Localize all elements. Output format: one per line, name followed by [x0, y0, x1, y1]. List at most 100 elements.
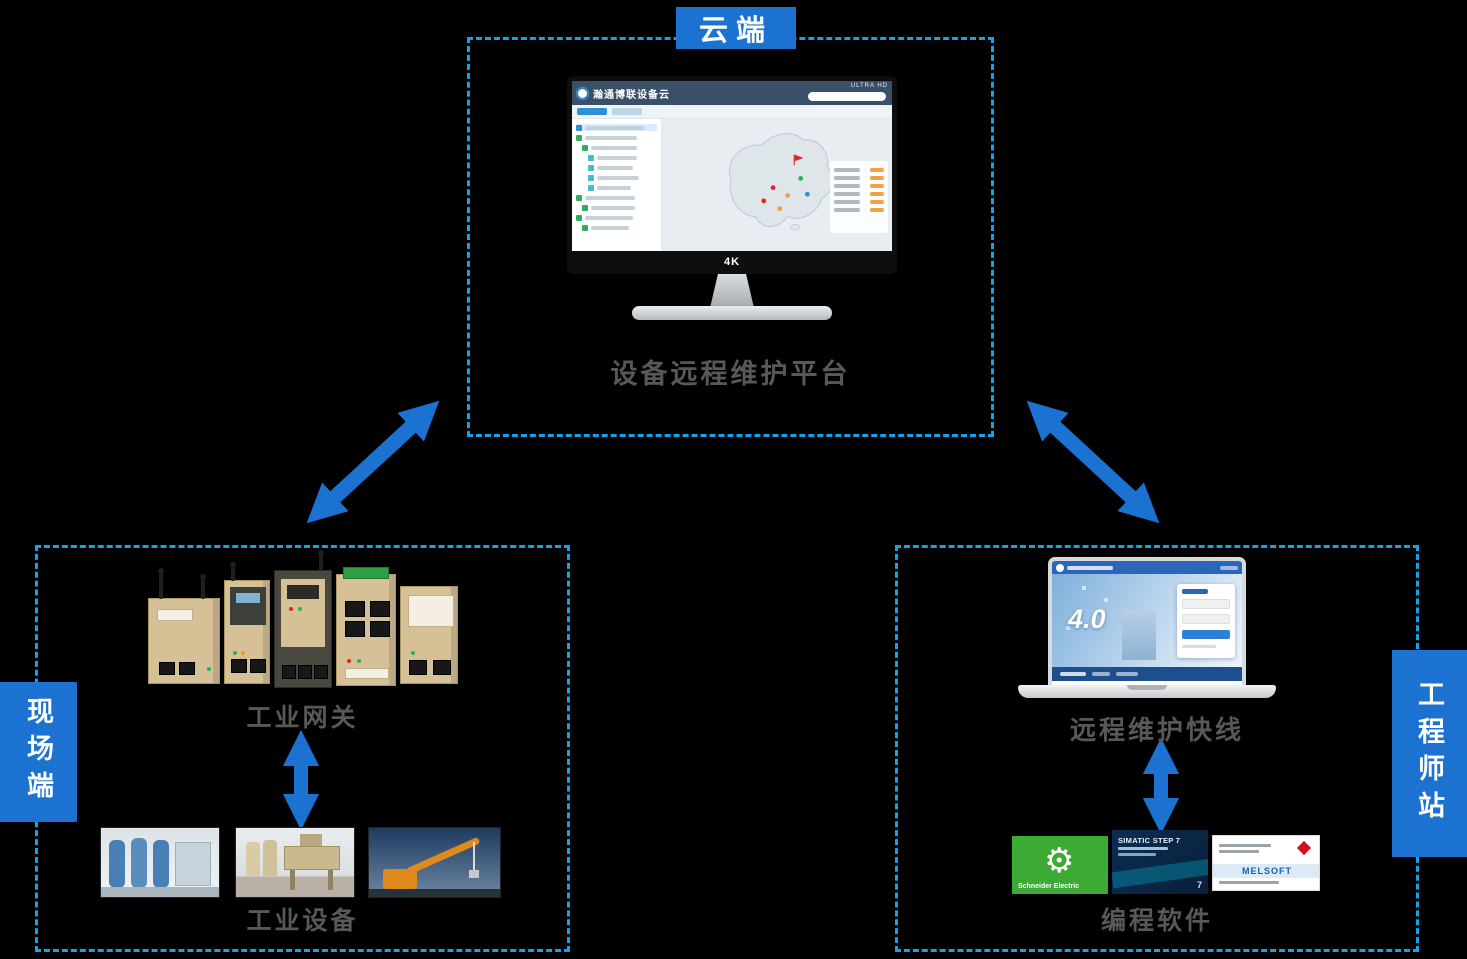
- text-bar: [1219, 881, 1279, 884]
- map-marker: [770, 185, 776, 191]
- ethernet-port: [314, 665, 328, 679]
- crane-hook: [469, 870, 479, 878]
- tree-row: [582, 204, 657, 211]
- engineer-laptop: 4.0: [1018, 557, 1276, 703]
- username-field: [1182, 599, 1230, 609]
- ethernet-port: [345, 621, 365, 637]
- map-marker: [785, 193, 790, 198]
- app-header: [1052, 561, 1242, 574]
- map-marker: [777, 206, 783, 212]
- device-front-panel: [281, 579, 325, 647]
- tree-row: [582, 144, 657, 151]
- tank: [153, 840, 169, 888]
- status-led: [233, 651, 237, 655]
- software-tile-siemens: SIMATIC STEP 7 7: [1112, 830, 1208, 894]
- device-label: [408, 595, 454, 627]
- map-marker: [798, 176, 804, 181]
- app-hero: 4.0: [1052, 574, 1242, 667]
- status-led: [357, 659, 361, 663]
- device-screen: [236, 593, 260, 603]
- monitor-stand-neck: [710, 274, 754, 308]
- crane-cable: [473, 842, 475, 872]
- tree-row: [588, 174, 657, 181]
- stat-row: [834, 192, 884, 196]
- tree-row: [576, 124, 657, 131]
- device-front-panel: [230, 587, 266, 625]
- text-bar: [1219, 844, 1271, 847]
- software-tile-melsoft: MELSOFT: [1212, 835, 1320, 891]
- tree-row: [588, 184, 657, 191]
- silo: [263, 840, 277, 876]
- hopper: [300, 834, 322, 846]
- leg: [328, 870, 333, 890]
- person-photo: [1122, 610, 1156, 660]
- arrow-cloud-field: [306, 400, 440, 524]
- mitsubishi-logo: [1296, 840, 1312, 856]
- monitor-display: 瀚通博联设备云 ULTRA HD: [572, 81, 892, 251]
- tree-row: [576, 194, 657, 201]
- gateway-device: [148, 568, 220, 684]
- ground: [369, 889, 500, 897]
- login-title-bar: [1182, 589, 1208, 594]
- gateway-devices-image: [148, 550, 460, 694]
- tree-row: [582, 224, 657, 231]
- flag-pole: [793, 154, 795, 166]
- ethernet-port: [370, 621, 390, 637]
- status-led: [347, 659, 351, 663]
- map-dot: [1104, 598, 1108, 602]
- antenna-icon: [158, 568, 164, 599]
- antenna-icon: [230, 562, 236, 581]
- siemens-version: 7: [1196, 880, 1202, 890]
- platform-title: 瀚通博联设备云: [593, 89, 670, 101]
- plant-building: [284, 846, 340, 870]
- melsoft-band: MELSOFT: [1213, 864, 1319, 878]
- gateway-caption: 工业网关: [246, 704, 359, 732]
- equipment-photo-crane: [368, 827, 501, 898]
- tank: [109, 840, 125, 888]
- laptop-base: [1018, 685, 1276, 698]
- engineer-tag: 工程师站: [1392, 650, 1467, 857]
- schneider-label: Schneider Electric: [1018, 883, 1080, 890]
- search-input: [808, 92, 886, 101]
- stat-row: [834, 184, 884, 188]
- device-label: [345, 668, 389, 679]
- text-bar: [1219, 850, 1259, 853]
- china-map-panel: [662, 119, 892, 251]
- login-card: [1177, 584, 1235, 658]
- monitor-stand-base: [632, 306, 832, 320]
- tank: [131, 838, 147, 888]
- 4k-badge: 4K: [723, 256, 741, 268]
- map-marker: [761, 198, 767, 204]
- app-footer: [1052, 667, 1242, 681]
- gear-icon: ⚙: [1044, 842, 1075, 880]
- text-bar: [1118, 847, 1168, 850]
- status-led: [207, 667, 211, 671]
- platform-tabbar: [572, 105, 892, 119]
- cloud-caption: 设备远程维护平台: [610, 359, 851, 389]
- footer-logo-bar: [1060, 672, 1086, 676]
- equipment-rack: [175, 842, 211, 886]
- leg: [290, 870, 295, 890]
- melsoft-label: MELSOFT: [1242, 866, 1292, 876]
- ethernet-port: [179, 662, 195, 675]
- device-tree-panel: [572, 119, 662, 251]
- flag-marker: [794, 154, 804, 162]
- hero-headline: 4.0: [1068, 604, 1106, 634]
- platform-header: 瀚通博联设备云 ULTRA HD: [572, 81, 892, 105]
- device-label: [157, 609, 193, 621]
- field-tag: 现场端: [0, 682, 77, 822]
- stat-row: [834, 208, 884, 212]
- stat-row: [834, 176, 884, 180]
- equipment-photo-concrete-plant: [235, 827, 355, 898]
- platform-logo-icon: [576, 86, 589, 100]
- tree-row: [576, 214, 657, 221]
- ultra-hd-mark: ULTRA HD: [850, 83, 888, 89]
- tree-row: [588, 154, 657, 161]
- status-led: [411, 651, 415, 655]
- password-field: [1182, 614, 1230, 624]
- laptop-screen: 4.0: [1048, 557, 1246, 685]
- equipment-caption: 工业设备: [246, 907, 359, 935]
- equipment-photo-water-treatment: [100, 827, 220, 898]
- ethernet-port: [433, 660, 451, 675]
- tab-map: [612, 108, 642, 115]
